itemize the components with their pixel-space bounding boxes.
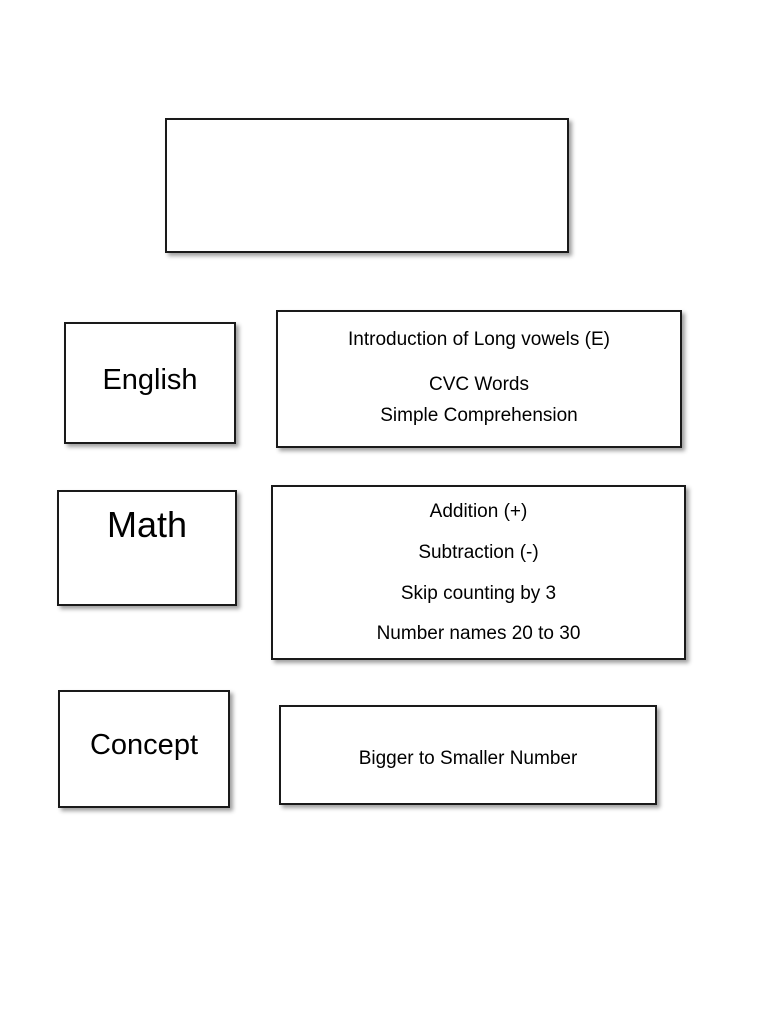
subject-label-english-text: English [102,364,198,396]
content-line: Skip counting by 3 [400,582,557,604]
content-line: Bigger to Smaller Number [358,748,578,769]
title-box[interactable] [165,118,569,253]
subject-label-math[interactable]: Math [57,490,237,606]
subject-label-english[interactable]: English [64,322,236,444]
subject-label-concept-text: Concept [89,729,198,761]
content-line: Simple Comprehension [380,404,578,426]
content-line: CVC Words [429,373,529,395]
subject-label-concept[interactable]: Concept [58,690,230,808]
content-line: Addition (+) [429,501,528,522]
content-box-english[interactable]: Introduction of Long vowels (E) CVC Word… [276,310,682,448]
content-box-concept[interactable]: Bigger to Smaller Number [279,705,657,805]
content-box-math[interactable]: Addition (+) Subtraction (-) Skip counti… [271,485,686,660]
content-line: Introduction of Long vowels (E) [348,329,610,350]
subject-label-math-text: Math [106,504,188,545]
content-line: Number names 20 to 30 [376,623,581,645]
content-line: Subtraction (-) [418,541,539,563]
